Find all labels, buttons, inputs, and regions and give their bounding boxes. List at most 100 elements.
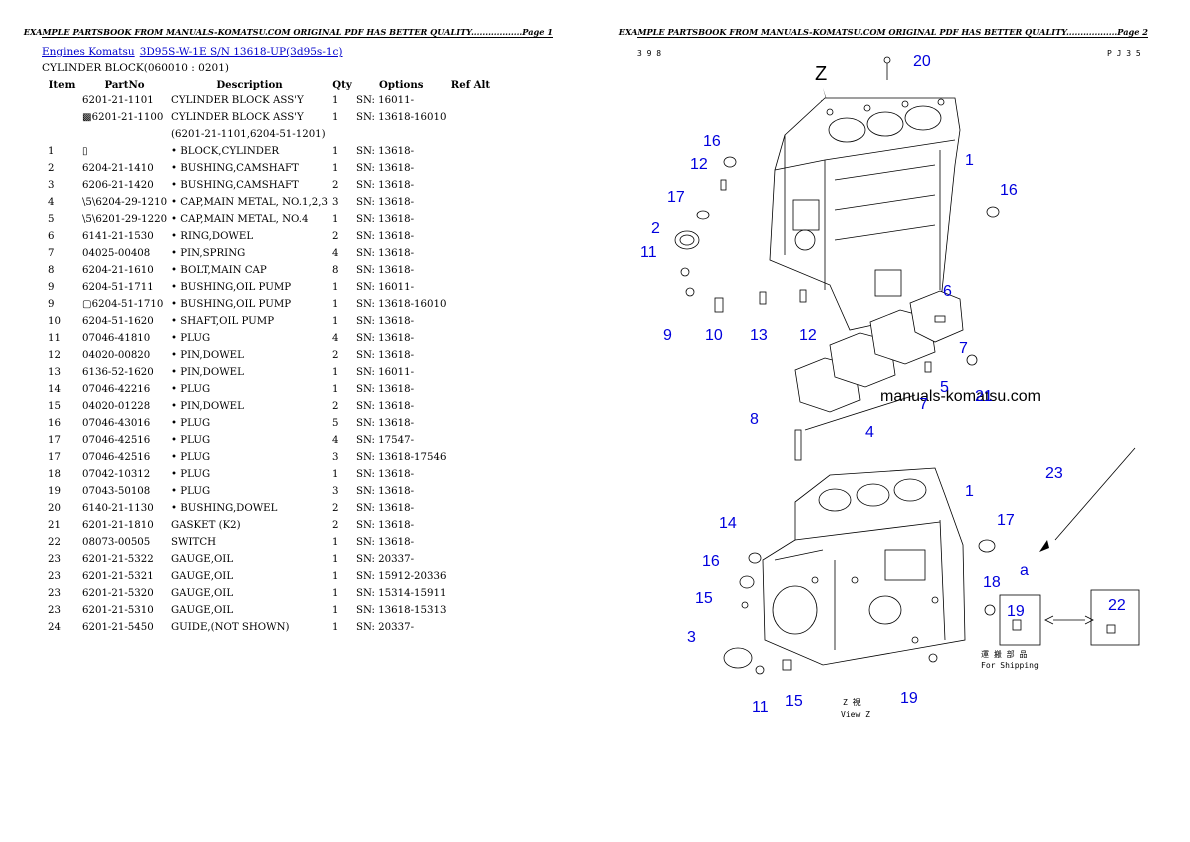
cell-refalt	[448, 143, 492, 160]
col-header-options: Options	[378, 78, 424, 91]
breadcrumb-link-engines[interactable]: Engines Komatsu	[42, 46, 135, 58]
cell-refalt	[448, 415, 492, 432]
cell-description: GAUGE,OIL	[171, 571, 234, 582]
cell-partno: ▯	[82, 146, 88, 157]
callout-number: 3	[687, 629, 696, 646]
cell-refalt	[448, 619, 492, 636]
cell-options: SN: 13618-	[355, 520, 415, 531]
cell-qty: 4	[331, 333, 339, 344]
cell-partno: 6204-51-1620	[82, 316, 154, 327]
cell-description: • BLOCK,CYLINDER	[171, 146, 280, 157]
cell-qty: 1	[331, 588, 339, 599]
cell-item: 24	[48, 622, 61, 633]
cell-refalt	[448, 551, 492, 568]
cell-options: SN: 13618-	[355, 248, 415, 259]
cell-partno: 6136-52-1620	[82, 367, 154, 378]
cell-options: SN: 13618-16010	[355, 299, 447, 310]
callout-number: 7	[919, 396, 928, 413]
cell-item	[44, 126, 80, 143]
cell-qty: 1	[331, 95, 339, 106]
cell-refalt	[448, 364, 492, 381]
cell-item: 20	[48, 503, 61, 514]
cell-item	[44, 109, 80, 126]
callout-number: 15	[785, 693, 803, 710]
cell-qty: 1	[331, 469, 339, 480]
cell-description: • PLUG	[171, 384, 211, 395]
cell-partno: 07043-50108	[82, 486, 151, 497]
cell-description: • PLUG	[171, 469, 211, 480]
cell-qty: 3	[331, 452, 339, 463]
cell-qty: 1	[331, 537, 339, 548]
cell-item: 14	[48, 384, 61, 395]
cell-options: SN: 13618-	[355, 146, 415, 157]
cell-refalt	[448, 483, 492, 500]
cell-refalt	[448, 92, 492, 109]
breadcrumb-link-model[interactable]: 3D95S-W-1E S/N 13618-UP(3d95s-1c)	[139, 46, 343, 58]
cell-description: • PLUG	[171, 333, 211, 344]
cell-partno: 6204-21-1610	[82, 265, 154, 276]
cell-options: SN: 13618-	[355, 469, 415, 480]
cell-partno: 6201-21-5310	[82, 605, 154, 616]
cell-description: • PLUG	[171, 435, 211, 446]
upper-small-parts	[674, 56, 1000, 461]
cell-refalt	[448, 517, 492, 534]
shipping-parts-boxes: 運 搬 部 品 For Shipping	[981, 589, 1140, 670]
col-header-partno: PartNo	[104, 78, 145, 91]
callout-number: a	[1020, 562, 1029, 579]
cell-qty: 8	[331, 265, 339, 276]
cell-description: • SHAFT,OIL PUMP	[171, 316, 275, 327]
table-row: 4\5\6204-29-1210• CAP,MAIN METAL, NO.1,2…	[44, 194, 492, 211]
cell-options: SN: 13618-	[355, 265, 415, 276]
cell-item: 8	[48, 265, 55, 276]
cell-partno: 04020-00820	[82, 350, 151, 361]
cell-refalt	[448, 194, 492, 211]
watermark: manuals-komatsu.com	[880, 388, 1041, 405]
cell-description: CYLINDER BLOCK ASS'Y	[171, 112, 304, 123]
cell-item: 17	[48, 452, 61, 463]
cell-item: 6	[48, 231, 55, 242]
cell-refalt	[448, 449, 492, 466]
cell-options	[354, 126, 448, 143]
callout-number: 23	[1045, 465, 1063, 482]
exploded-parts-diagram: 3 9 8 P J 3 5 Z	[637, 49, 1141, 719]
callout-number: 1	[965, 483, 974, 500]
cell-partno: 6201-21-5321	[82, 571, 154, 582]
cell-qty: 4	[331, 435, 339, 446]
cell-refalt	[448, 432, 492, 449]
cell-partno: 07042-10312	[82, 469, 151, 480]
callout-number: 16	[703, 133, 721, 150]
cell-options: SN: 13618-	[355, 163, 415, 174]
cell-partno: 6206-21-1420	[82, 180, 154, 191]
cell-description: GAUGE,OIL	[171, 554, 234, 565]
cell-description: • PIN,DOWEL	[171, 401, 244, 412]
cell-partno: 07046-42516	[82, 452, 151, 463]
cell-partno: 6201-21-1810	[82, 520, 154, 531]
cell-qty: 2	[331, 401, 339, 412]
cell-options: SN: 13618-	[355, 401, 415, 412]
header-rule	[42, 37, 553, 38]
callout-number: 11	[640, 244, 657, 261]
page-2: EXAMPLE PARTSBOOK FROM MANUALS-KOMATSU.C…	[595, 0, 1190, 842]
callout-number: 12	[799, 327, 817, 344]
callout-number: 11	[752, 699, 769, 716]
cell-description: • PLUG	[171, 418, 211, 429]
cell-item: 23	[48, 588, 61, 599]
callout-number: 19	[1007, 603, 1025, 620]
cell-description: • RING,DOWEL	[171, 231, 254, 242]
cell-item: 15	[48, 401, 61, 412]
cell-partno: 04025-00408	[82, 248, 151, 259]
header-rule	[637, 37, 1148, 38]
